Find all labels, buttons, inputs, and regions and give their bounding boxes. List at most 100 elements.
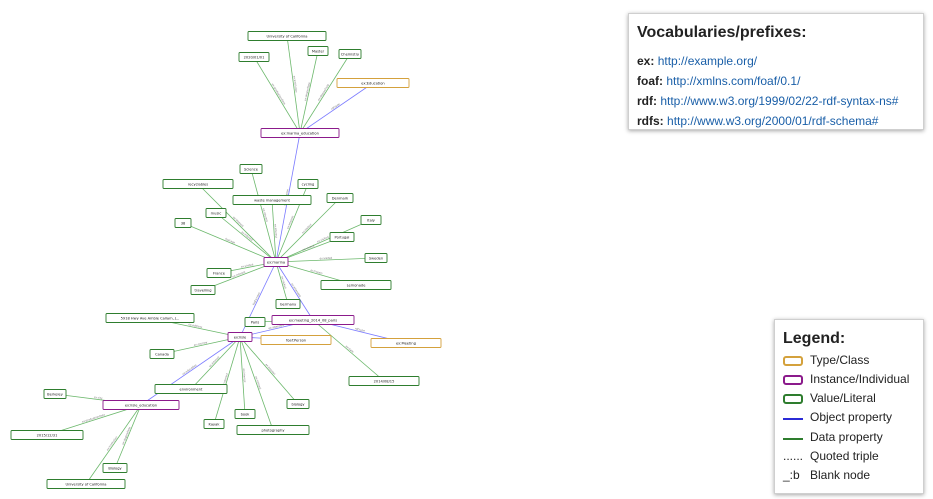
- node-label: music: [211, 211, 222, 215]
- graph-node-literal[interactable]: Master: [307, 46, 329, 56]
- graph-node-literal[interactable]: Germany: [275, 299, 301, 309]
- node-label: waste management: [254, 198, 290, 202]
- graph-node-literal[interactable]: Sweden: [364, 253, 388, 263]
- node-label: photography: [261, 428, 285, 432]
- node-label: France: [213, 271, 226, 275]
- graph-node-literal[interactable]: Kayak: [203, 419, 225, 429]
- edge-label: ex:institution: [292, 76, 298, 94]
- edge-label: ex:address: [188, 322, 203, 329]
- graph-node-instance[interactable]: ex:marina_education: [260, 128, 340, 138]
- graph-node-instance[interactable]: ex:marina: [263, 257, 289, 267]
- edge-label: ex:institution: [105, 435, 118, 452]
- graph-edge-data-property: [275, 257, 377, 263]
- node-label: 2020/01/01: [244, 55, 265, 59]
- edge-label: ex:interest: [254, 376, 262, 390]
- node-label: Italy: [367, 218, 376, 222]
- graph-node-literal[interactable]: waste management: [232, 195, 312, 205]
- graph-node-instance[interactable]: ex:lisle: [227, 332, 253, 342]
- graph-node-literal[interactable]: recyclables: [162, 179, 234, 189]
- node-box: [348, 376, 420, 386]
- edge-label: ex:interest: [274, 224, 279, 238]
- graph-edge-data-property: [114, 404, 142, 469]
- node-box: [263, 257, 289, 267]
- graph-node-literal[interactable]: 2020/01/01: [238, 52, 270, 62]
- object-property-line-icon: [783, 418, 803, 420]
- edge-label: ex:attended: [290, 282, 302, 298]
- vocab-prefix: rdf:: [637, 94, 657, 108]
- graph-node-literal[interactable]: environment: [154, 384, 228, 394]
- vocab-uri-link[interactable]: http://xmlns.com/foaf/0.1/: [666, 74, 801, 88]
- graph-node-literal[interactable]: photography: [236, 425, 310, 435]
- graph-node-literal[interactable]: 5918 Hwy Ave Amble Callam, J...: [105, 313, 195, 323]
- graph-node-literal[interactable]: Portugal: [329, 232, 355, 242]
- graph-edge-object-property: [275, 261, 314, 321]
- graph-node-literal[interactable]: Science: [239, 164, 263, 174]
- graph-node-literal[interactable]: Lemonade: [320, 280, 392, 290]
- node-box: [227, 332, 253, 342]
- node-label: Portugal: [335, 235, 350, 239]
- graph-node-literal[interactable]: cycling: [297, 179, 319, 189]
- node-box: [43, 389, 67, 399]
- node-box: [10, 430, 84, 440]
- vocab-prefix: ex:: [637, 54, 655, 68]
- graph-node-literal[interactable]: travelling: [190, 285, 216, 295]
- vocab-uri-link[interactable]: http://example.org/: [657, 54, 758, 68]
- node-label: recyclables: [188, 182, 208, 186]
- node-label: ex:lisle_education: [125, 403, 157, 407]
- graph-node-class[interactable]: ex:Education: [336, 78, 410, 88]
- node-label: University of California: [66, 482, 107, 486]
- node-label: ex:marina_education: [281, 131, 319, 135]
- node-box: [247, 31, 327, 41]
- edge-label: ex:interest: [286, 215, 295, 229]
- graph-node-literal[interactable]: Denmark: [326, 193, 354, 203]
- graph-node-literal[interactable]: Berkeley: [43, 389, 67, 399]
- node-label: 2015/12/31: [37, 433, 58, 437]
- node-label: Biology: [108, 466, 122, 470]
- graph-edge-data-property: [250, 168, 277, 263]
- graph-node-literal[interactable]: Italy: [360, 215, 382, 225]
- node-label: book: [241, 412, 251, 416]
- graph-node-literal[interactable]: Biology: [102, 463, 128, 473]
- graph-edge-data-property: [46, 404, 142, 436]
- graph-node-instance[interactable]: ex:lisle_education: [102, 400, 180, 410]
- graph-edge-data-property: [253, 56, 301, 134]
- node-box: [244, 317, 266, 327]
- node-box: [105, 313, 195, 323]
- graph-node-literal[interactable]: music: [205, 208, 227, 218]
- graph-node-literal[interactable]: Paris: [244, 317, 266, 327]
- node-label: travelling: [195, 288, 212, 292]
- node-box: [338, 49, 362, 59]
- graph-node-literal[interactable]: 2015/12/31: [10, 430, 84, 440]
- node-box: [329, 232, 355, 242]
- vocabularies-panel: Vocabularies/prefixes: ex: http://exampl…: [628, 13, 924, 130]
- node-box: [154, 384, 228, 394]
- graph-node-literal[interactable]: 38: [174, 218, 192, 228]
- graph-node-literal[interactable]: biology: [286, 399, 310, 409]
- node-label: biology: [291, 402, 305, 406]
- graph-edge-data-property: [85, 404, 142, 485]
- node-label: Sweden: [369, 256, 383, 260]
- graph-node-literal[interactable]: Chemistry: [338, 49, 362, 59]
- graph-node-literal[interactable]: Canada: [149, 349, 175, 359]
- graph-node-literal[interactable]: University of California: [247, 31, 327, 41]
- legend-label: Data property: [810, 430, 883, 444]
- graph-node-literal[interactable]: France: [206, 268, 232, 278]
- graph-node-literal[interactable]: 2014/08/15: [348, 376, 420, 386]
- graph-node-instance[interactable]: ex:meeting_2014_08_paris: [271, 315, 355, 325]
- graph-node-literal[interactable]: book: [234, 409, 256, 419]
- edge-label: ex:visited: [280, 276, 287, 290]
- vocab-uri-link[interactable]: http://www.w3.org/1999/02/22-rdf-syntax-…: [660, 94, 899, 108]
- graph-node-literal[interactable]: University of California: [46, 479, 126, 489]
- node-label: University of California: [267, 34, 308, 38]
- node-label: 2014/08/15: [374, 379, 395, 383]
- graph-node-class[interactable]: ex:Meeting: [370, 338, 442, 348]
- edge-label: ex:interest: [241, 230, 254, 242]
- node-label: Paris: [251, 320, 260, 324]
- node-label: cycling: [302, 182, 315, 186]
- node-label: Master: [312, 49, 325, 53]
- vocab-uri-link[interactable]: http://www.w3.org/2000/01/rdf-schema#: [667, 114, 879, 128]
- node-box: [149, 349, 175, 359]
- graph-node-class[interactable]: foaf:Person: [260, 335, 332, 345]
